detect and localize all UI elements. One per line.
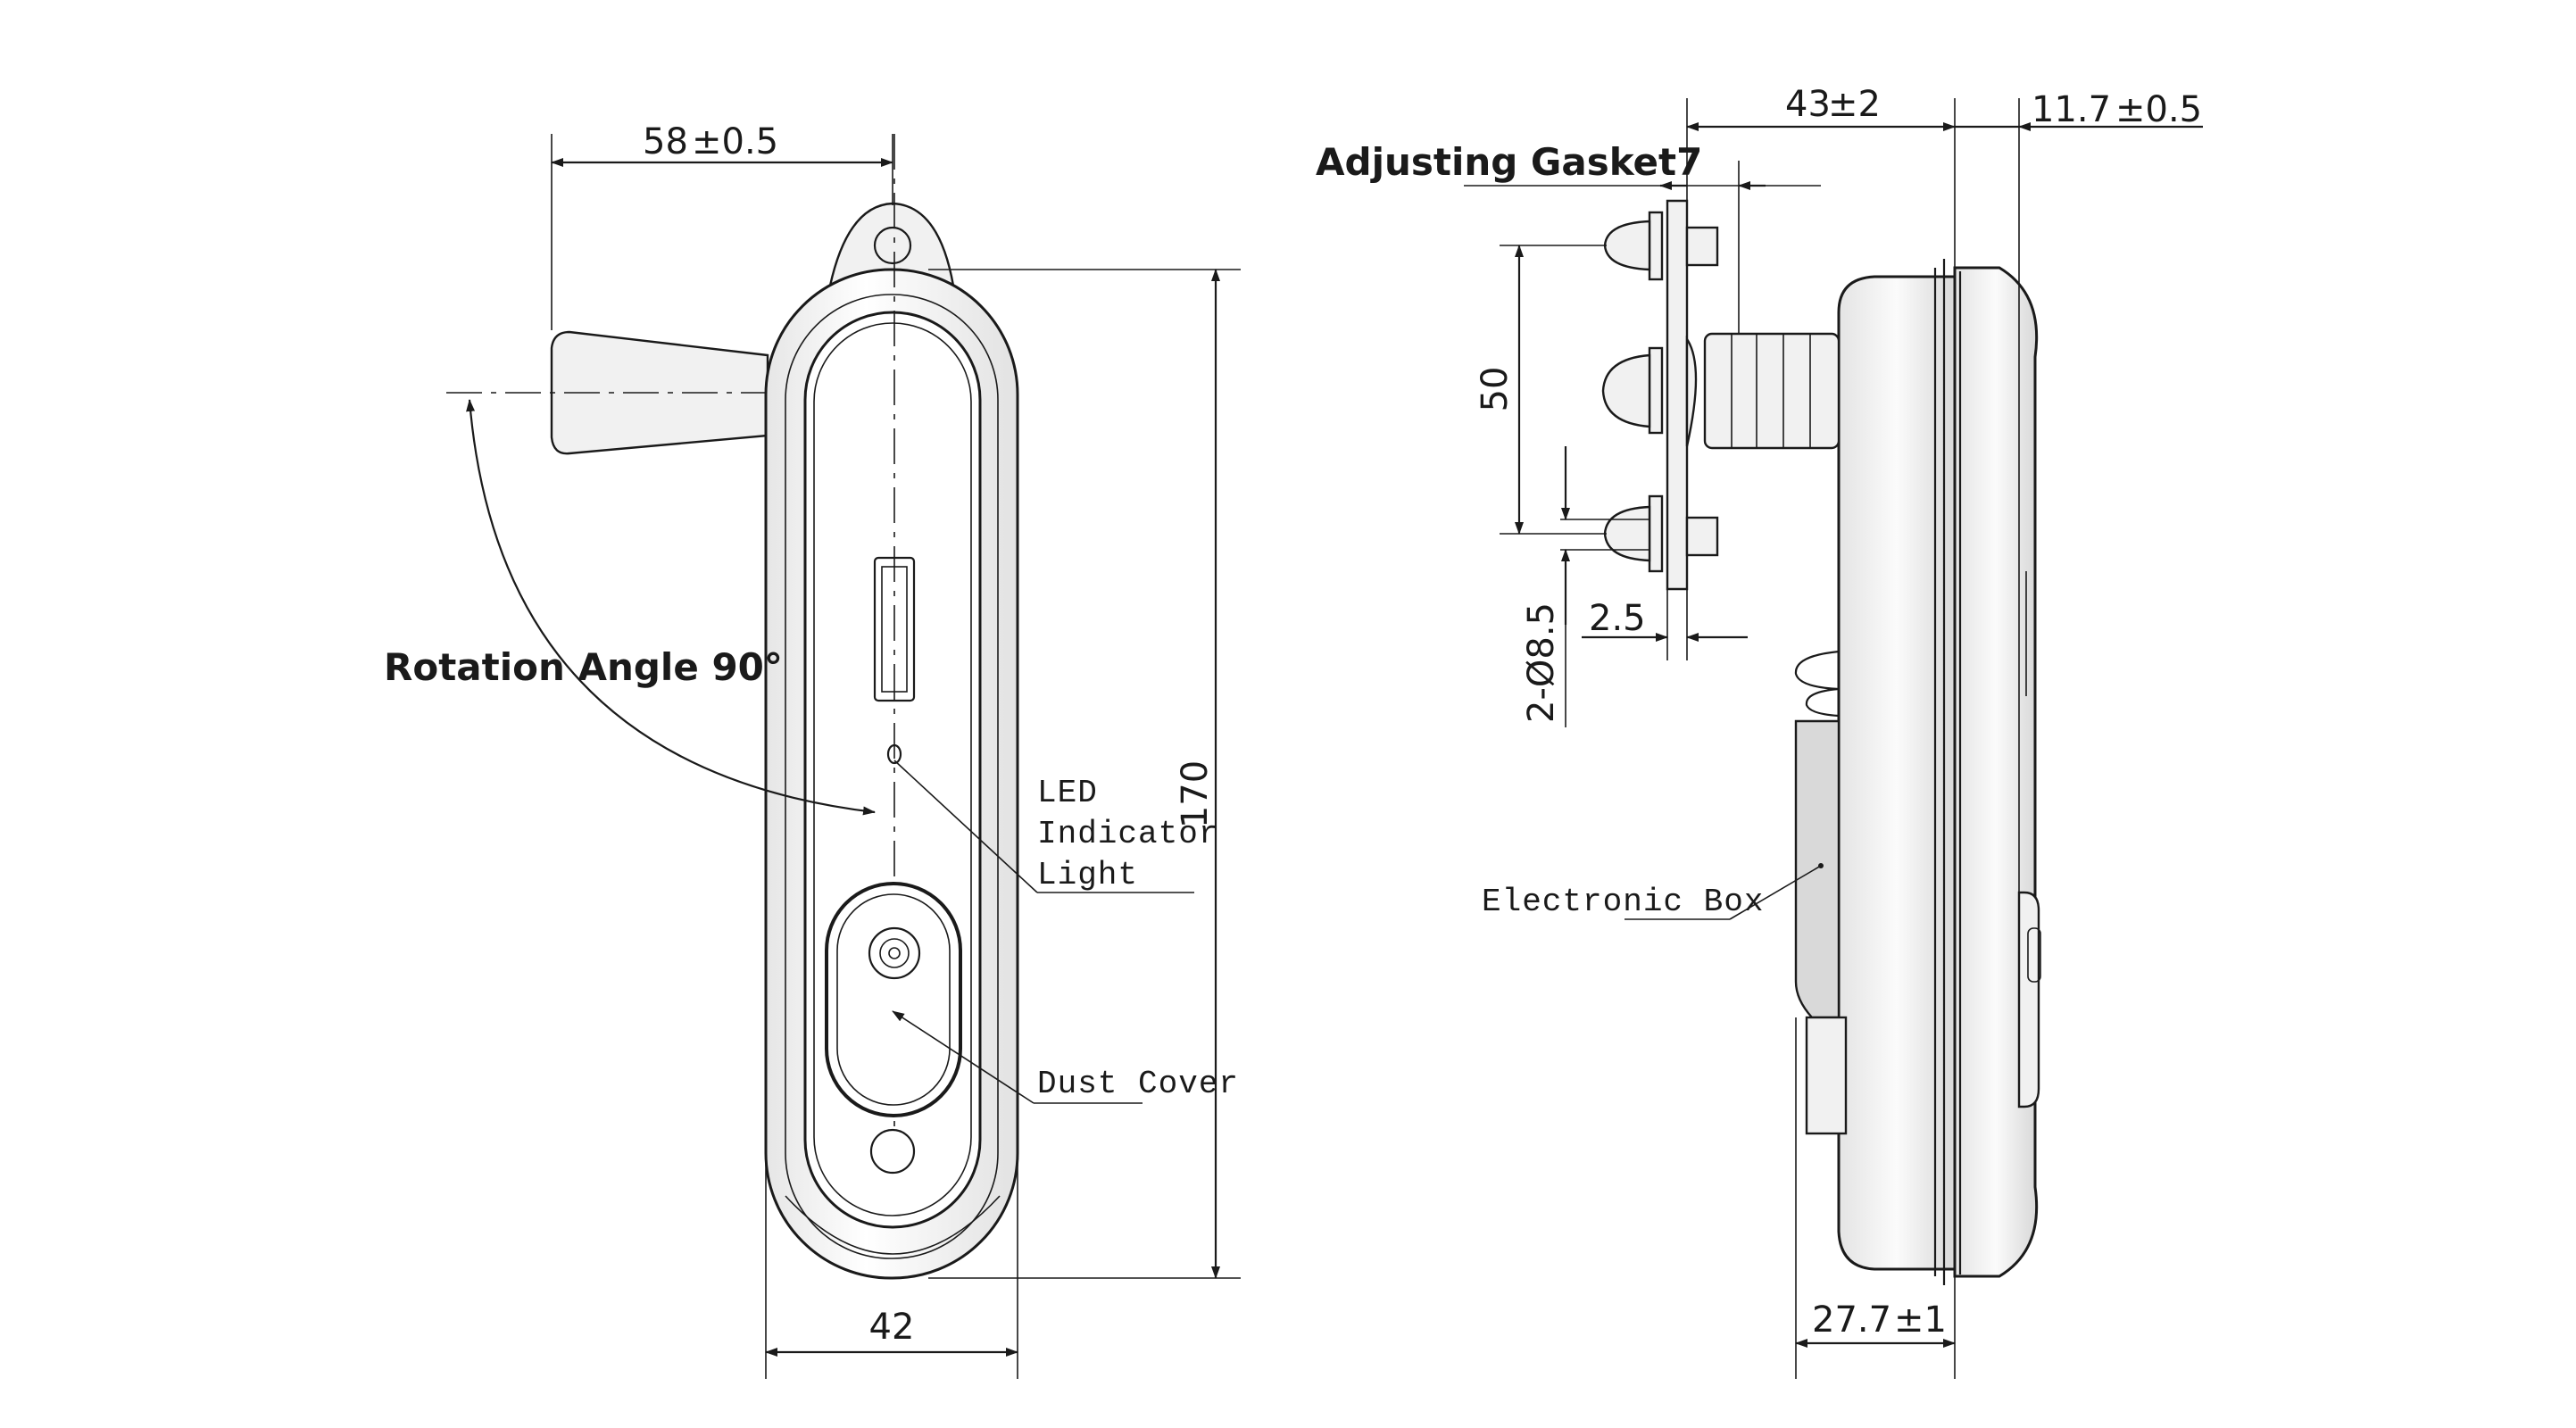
led-label-line3: Light <box>1037 857 1138 893</box>
dim-43-tol: ±2 <box>1828 84 1881 125</box>
dim-170-value: 170 <box>1175 760 1216 828</box>
rotation-arc <box>466 399 876 816</box>
electronic-box-leader <box>1729 865 1822 920</box>
base-curve <box>785 1195 1001 1255</box>
dim-27-7-value: 27.7 <box>1812 1299 1891 1341</box>
side-cap <box>1953 266 2039 1278</box>
dust-cover <box>825 882 962 1117</box>
dim-2-5-value: 2.5 <box>1589 598 1646 639</box>
electronic-box <box>1794 719 1841 1019</box>
rotation-angle-label: Rotation Angle 90° <box>384 645 783 689</box>
dim-58-value: 58 <box>643 121 688 162</box>
dim-42-value: 42 <box>869 1307 915 1348</box>
led-label-line1: LED <box>1037 775 1098 811</box>
electronic-box-label: Electronic Box <box>1482 884 1764 920</box>
screw-bottom <box>1603 494 1719 573</box>
dim-11-7-tol: ±0.5 <box>2115 89 2202 130</box>
dim-hole-value: 2-Ø8.5 <box>1521 602 1562 723</box>
dim-27-7-tol: ±1 <box>1894 1299 1947 1341</box>
dust-cover-label: Dust Cover <box>1037 1066 1239 1102</box>
led-indicator <box>886 743 902 765</box>
side-housing <box>1837 275 1957 1271</box>
dust-cover-leader <box>892 1010 1035 1104</box>
led-label-line2: Indicator <box>1037 816 1218 852</box>
shaft <box>1703 332 1841 450</box>
dim-11-7-value: 11.7 <box>2032 89 2111 130</box>
led-leader <box>893 760 1038 893</box>
screw-top <box>1603 211 1719 281</box>
side-clip <box>1794 650 1840 718</box>
bottom-screw <box>869 1128 916 1175</box>
side-view: 43 ±2 11.7 ±0.5 Adjusting Gasket7 50 2-Ø… <box>1316 84 2203 1379</box>
screw-middle <box>1601 346 1664 435</box>
dim-43-value: 43 <box>1785 84 1831 125</box>
side-button <box>2017 891 2040 1108</box>
front-view: 58 ±0.5 170 42 Rotation Angle 90° LED In… <box>384 121 1241 1379</box>
lug-hole <box>873 226 912 265</box>
dim-50-value: 50 <box>1475 367 1516 412</box>
lock-cylinder <box>868 926 921 980</box>
dim-58-tol: ±0.5 <box>692 121 778 162</box>
adjusting-gasket-label: Adjusting Gasket7 <box>1316 140 1702 184</box>
mounting-plate <box>1666 199 1689 591</box>
